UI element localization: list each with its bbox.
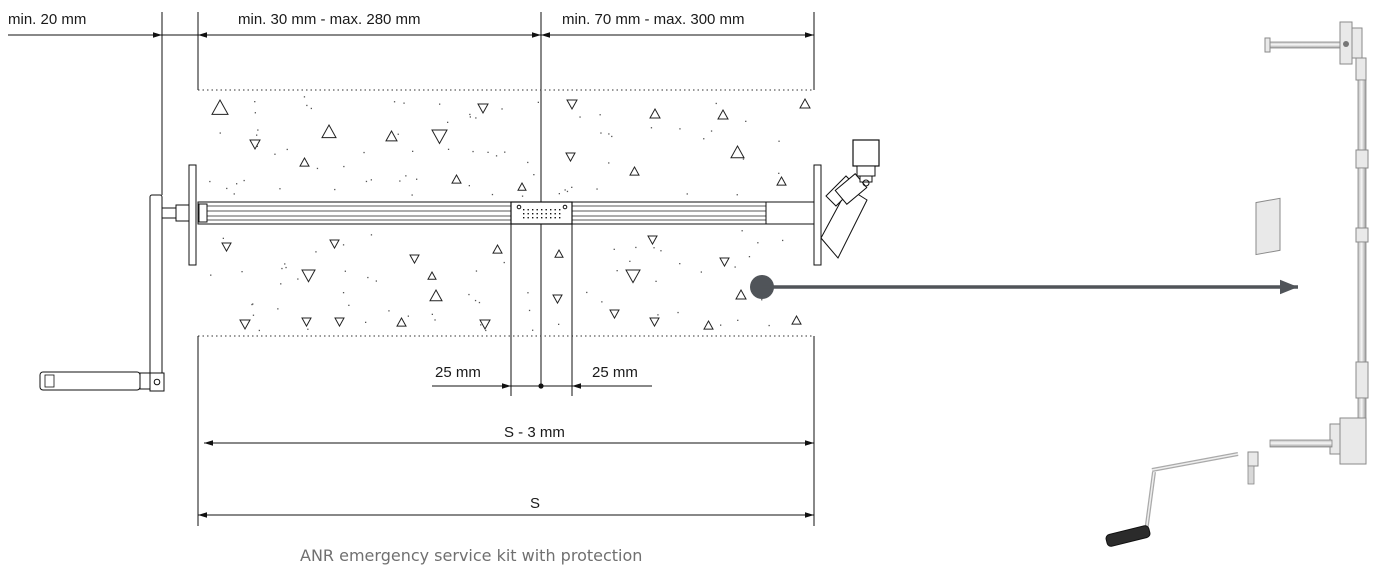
dim-range-left-label: min. 30 mm - max. 280 mm <box>238 11 421 28</box>
pointer-arrow-icon <box>750 275 1298 299</box>
bottom-dimensions: S - 3 mm S <box>197 336 815 526</box>
concrete-aggregate <box>209 96 811 332</box>
top-dimension-chain: min. 20 mm min. 30 mm - max. 280 mm min.… <box>8 11 815 386</box>
dim-s-label: S <box>530 495 540 512</box>
dim-gap-right-label: 25 mm <box>592 364 638 381</box>
figure-caption: ANR emergency service kit with protectio… <box>300 546 642 565</box>
gap-dimension: 25 mm 25 mm <box>432 224 652 396</box>
service-kit-illustration <box>1105 21 1369 547</box>
crank-handle-icon <box>39 194 177 392</box>
rod-assembly <box>175 164 822 266</box>
dim-range-right-label: min. 70 mm - max. 300 mm <box>562 11 745 28</box>
wall-block <box>198 89 814 337</box>
dim-gap-left-label: 25 mm <box>435 364 481 381</box>
gear-unit <box>820 139 880 259</box>
dim-s-minus-3-label: S - 3 mm <box>504 424 565 441</box>
dim-min-20-label: min. 20 mm <box>8 11 86 28</box>
